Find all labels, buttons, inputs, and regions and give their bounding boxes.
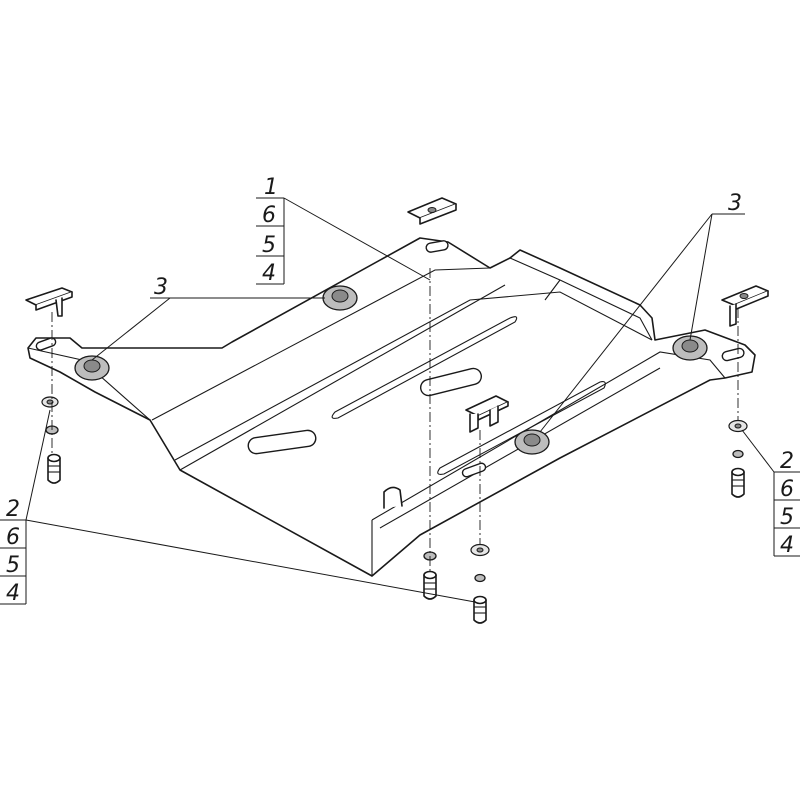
callout-center-1: 1 [264, 175, 278, 200]
clip-center [465, 395, 509, 433]
callout-left-6: 6 [6, 525, 20, 550]
grommet-top [322, 285, 358, 311]
plate-center-crease [179, 284, 506, 471]
fasteners [41, 396, 748, 624]
plate-front-fold [151, 267, 491, 421]
callout-grommet-left: 3 [154, 275, 168, 300]
callout-stack-left: 2 6 5 4 [6, 497, 20, 606]
callout-stack-center: 1 6 5 4 [262, 175, 278, 286]
callout-grommet-right: 3 [728, 191, 742, 216]
plate-front-fold-2 [174, 291, 653, 461]
callout-center-5: 5 [262, 233, 276, 258]
slot-long-lower [437, 381, 606, 475]
plate-front-tab [383, 486, 403, 509]
tab-slot-right [721, 347, 745, 362]
clip-left [25, 287, 73, 317]
grommet-center [514, 429, 550, 455]
callout-left-4: 4 [6, 581, 20, 606]
plate-outline [27, 237, 756, 577]
callout-center-6: 6 [262, 203, 276, 228]
clip-top [407, 197, 457, 225]
callout-center-4: 4 [262, 261, 276, 286]
clip-right [721, 285, 769, 327]
bracket-clips [25, 197, 769, 433]
axis-lines [51, 268, 739, 572]
callout-left-5: 5 [6, 553, 20, 578]
skid-plate [27, 237, 756, 577]
callout-right-6: 6 [780, 477, 794, 502]
callout-right-4: 4 [780, 533, 794, 558]
callout-right-5: 5 [780, 505, 794, 530]
fastener-left [41, 396, 61, 484]
grommets [74, 285, 708, 455]
slot-oval-left [247, 429, 317, 455]
leader-lines [0, 197, 800, 605]
callout-stack-right: 2 6 5 4 [780, 449, 794, 558]
slot-oval-center [419, 367, 483, 397]
tab-slot-top [425, 240, 449, 253]
slot-long-upper [331, 316, 518, 419]
plate-tunnel [509, 257, 653, 341]
grommet-right [672, 335, 708, 361]
fastener-front [470, 543, 490, 624]
fastener-right [728, 419, 748, 498]
callout-left-2: 2 [6, 497, 20, 522]
callout-right-2: 2 [780, 449, 794, 474]
tab-slot-left [35, 337, 57, 351]
